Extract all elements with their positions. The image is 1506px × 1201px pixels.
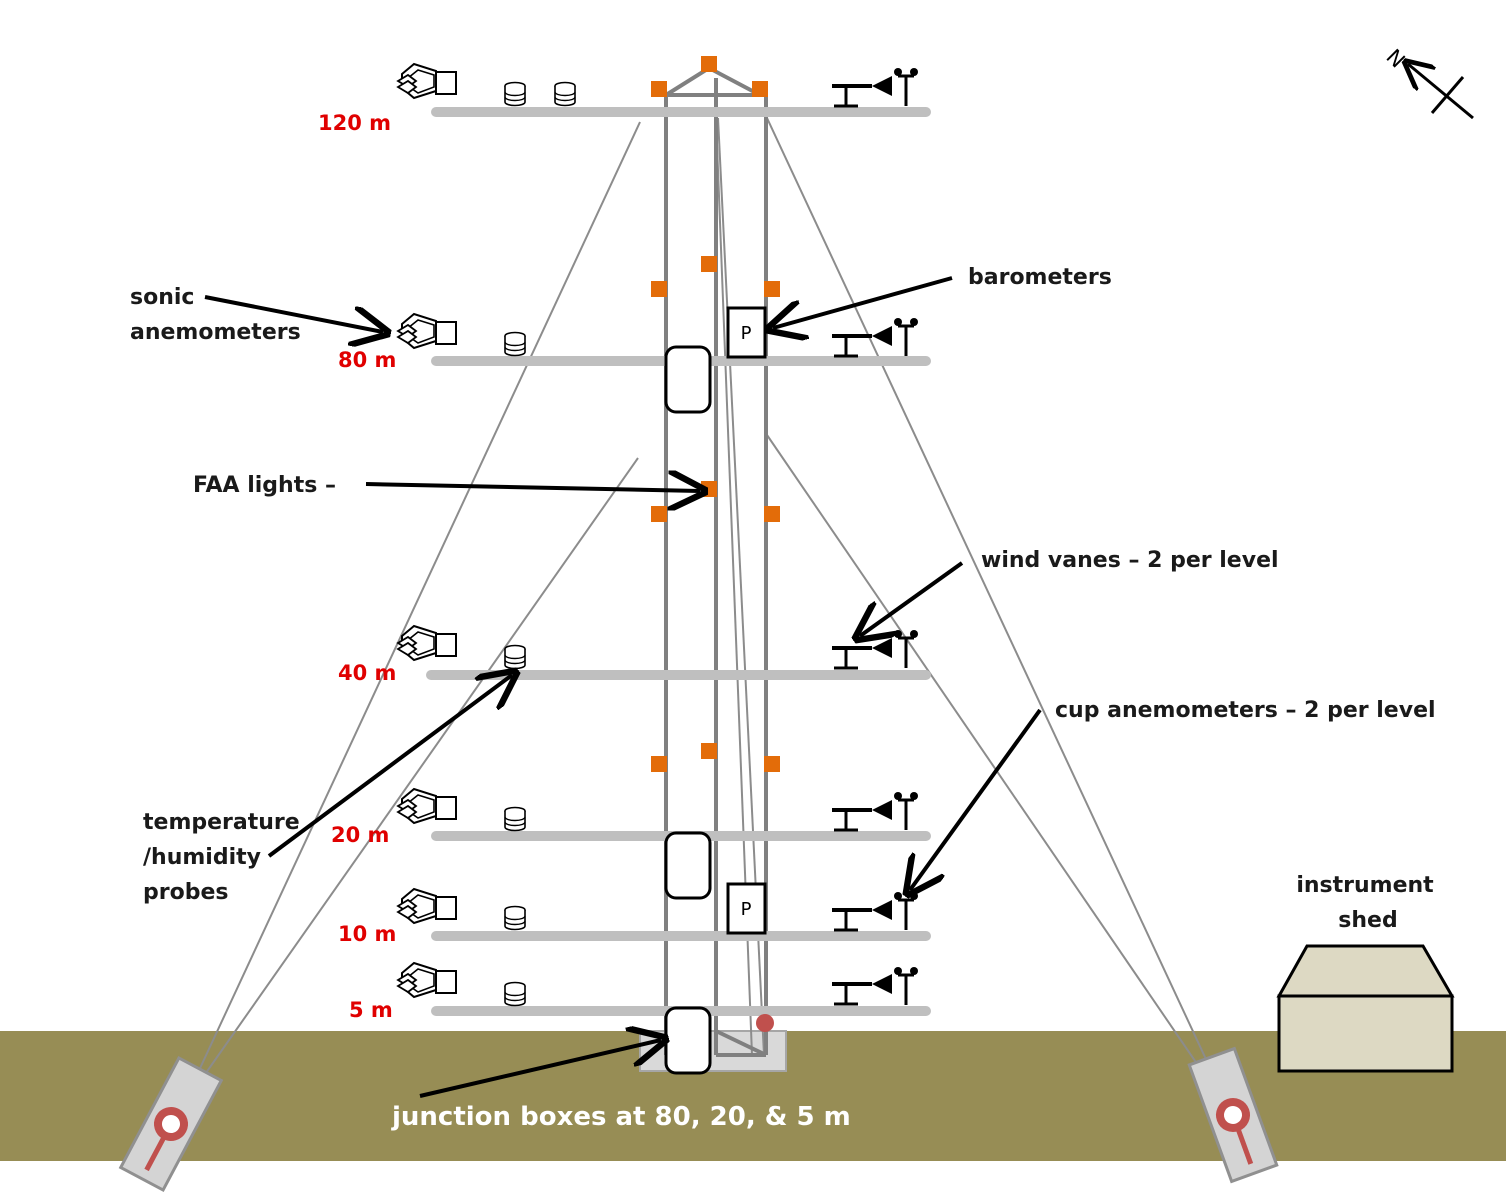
north-arrow-icon: N: [1381, 45, 1474, 120]
cup-anemometer-icon: [892, 965, 920, 1007]
barometer-icon: P: [726, 306, 767, 359]
faa-light-icon: [752, 81, 768, 97]
temperature-label: temperature: [143, 810, 300, 835]
temperature-probe-icon: [504, 905, 526, 931]
faa-light-icon: [701, 481, 717, 497]
sonic-anemometer-icon: [397, 962, 457, 998]
faa-light-icon: [651, 756, 667, 772]
faa-light-icon: [701, 56, 717, 72]
junction-box-icon: [664, 1006, 712, 1075]
wind-vane-icon: [830, 636, 894, 670]
wind-vane-icon: [830, 324, 894, 358]
cup-anemometers-label: cup anemometers – 2 per level: [1055, 698, 1436, 723]
height-label: 10 m: [338, 922, 396, 946]
temperature-probe-icon: [504, 806, 526, 832]
sonic-anemometer-icon: [397, 788, 457, 824]
faa-light-icon: [764, 506, 780, 522]
height-label: 40 m: [338, 661, 396, 685]
sonic-anemometer-icon: [397, 313, 457, 349]
cup-anemometer-icon: [892, 890, 920, 932]
temperature-label: probes: [143, 880, 228, 905]
sonic-anemometer-icon: [397, 888, 457, 924]
wind-vane-icon: [830, 798, 894, 832]
junction-box-icon: [664, 345, 712, 414]
faa-lights-label: FAA lights –: [193, 473, 336, 498]
height-label: 120 m: [318, 111, 391, 135]
cup-anemometer-icon: [892, 316, 920, 358]
sonic-anemometer-icon: [397, 63, 457, 99]
faa-light-icon: [764, 281, 780, 297]
height-label: 80 m: [338, 348, 396, 372]
faa-light-icon: [651, 281, 667, 297]
wind-vane-icon: [830, 972, 894, 1006]
sonic-anemometer-icon: [397, 625, 457, 661]
cup-anemometer-icon: [892, 790, 920, 832]
faa-light-icon: [701, 256, 717, 272]
temperature-probe-icon: [504, 331, 526, 357]
callout-arrows: [204, 276, 1042, 1098]
shed-label: shed: [1338, 908, 1397, 933]
shed-label: instrument: [1296, 873, 1434, 898]
svg-text:P: P: [741, 323, 752, 344]
temperature-probe-icon: [554, 81, 576, 107]
wind-vane-icon: [830, 74, 894, 108]
temperature-probe-icon: [504, 644, 526, 670]
instrument-shed: [1276, 944, 1455, 1073]
height-label: 5 m: [349, 998, 393, 1022]
anchor-icon: [756, 1014, 774, 1032]
temperature-probe-icon: [504, 81, 526, 107]
faa-light-icon: [651, 81, 667, 97]
wind-vane-icon: [830, 898, 894, 932]
sonic-label: sonic: [130, 285, 194, 310]
svg-text:P: P: [741, 899, 752, 920]
barometer-icon: P: [726, 882, 767, 935]
compass-letter: N: [1381, 45, 1409, 73]
faa-lights: [651, 56, 780, 772]
barometers-label: barometers: [968, 265, 1112, 290]
sonic-label: anemometers: [130, 320, 301, 345]
temperature-probe-icon: [504, 981, 526, 1007]
faa-light-icon: [764, 756, 780, 772]
junction-box-icon: [664, 831, 712, 900]
junction-boxes-label: junction boxes at 80, 20, & 5 m: [391, 1102, 851, 1132]
height-label: 20 m: [331, 823, 389, 847]
temperature-label: /humidity: [143, 845, 261, 870]
wind-vanes-label: wind vanes – 2 per level: [981, 548, 1279, 573]
faa-light-icon: [651, 506, 667, 522]
faa-light-icon: [701, 743, 717, 759]
cup-anemometer-icon: [892, 66, 920, 108]
